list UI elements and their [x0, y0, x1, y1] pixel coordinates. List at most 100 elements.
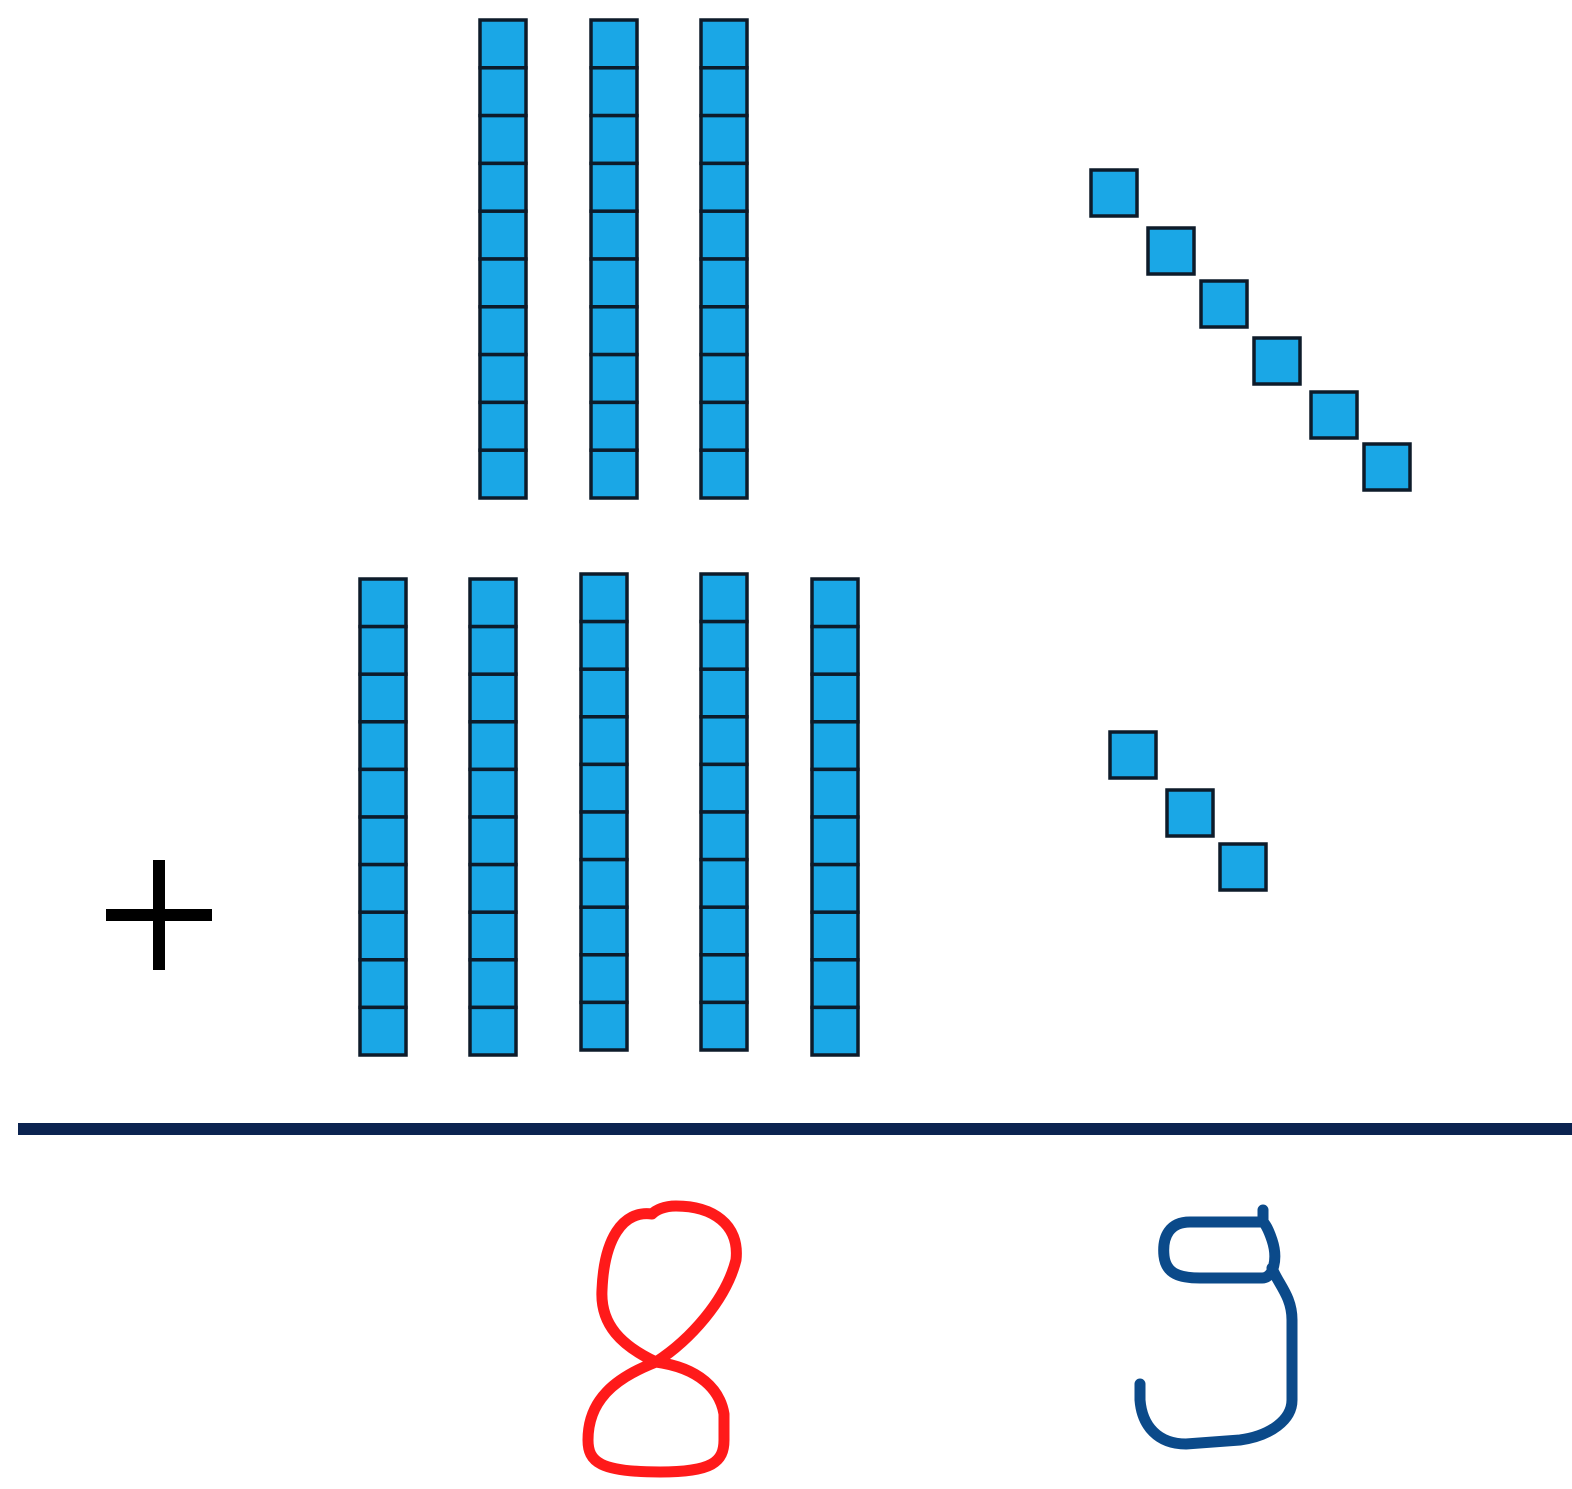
rod-unit-cell: [810, 862, 860, 914]
rod-unit-cell: [699, 66, 749, 118]
tens-rod: [579, 572, 629, 1052]
rod-unit-cell: [468, 577, 518, 629]
rod-unit-cell: [478, 448, 528, 500]
rod-unit-cell: [579, 572, 629, 624]
rod-unit-cell: [699, 209, 749, 261]
rod-unit-cell: [699, 18, 749, 70]
plus-icon: [106, 860, 212, 970]
rod-unit-cell: [699, 715, 749, 767]
rod-unit-cell: [589, 305, 639, 357]
rod-unit-cell: [699, 257, 749, 309]
rod-unit-cell: [810, 672, 860, 724]
rod-unit-cell: [579, 762, 629, 814]
unit-cube: [1108, 730, 1158, 780]
rod-unit-cell: [699, 667, 749, 719]
unit-cube: [1089, 168, 1139, 218]
unit-cube: [1199, 279, 1249, 329]
rod-unit-cell: [579, 810, 629, 862]
rod-unit-cell: [699, 810, 749, 862]
rod-unit-cell: [699, 953, 749, 1005]
rod-unit-cell: [478, 209, 528, 261]
rod-unit-cell: [468, 910, 518, 962]
rod-unit-cell: [810, 815, 860, 867]
rod-unit-cell: [358, 624, 408, 676]
rod-unit-cell: [468, 624, 518, 676]
rod-unit-cell: [358, 672, 408, 724]
unit-cube: [1362, 442, 1412, 492]
rod-unit-cell: [589, 18, 639, 70]
unit-cube: [1252, 336, 1302, 386]
rod-unit-cell: [589, 448, 639, 500]
rod-unit-cell: [478, 352, 528, 405]
rod-unit-cell: [810, 1005, 860, 1057]
rod-unit-cell: [579, 715, 629, 767]
rod-unit-cell: [589, 352, 639, 405]
rod-unit-cell: [358, 767, 408, 819]
rod-unit-cell: [699, 905, 749, 957]
rod-unit-cell: [468, 862, 518, 914]
tens-rod: [478, 18, 528, 500]
rod-unit-cell: [358, 815, 408, 867]
rod-unit-cell: [699, 352, 749, 405]
tens-rod: [468, 577, 518, 1057]
rod-unit-cell: [699, 619, 749, 671]
rod-unit-cell: [699, 161, 749, 213]
rod-unit-cell: [468, 815, 518, 867]
rod-unit-cell: [699, 305, 749, 357]
rod-unit-cell: [810, 624, 860, 676]
answer-ones-digit: [1134, 1204, 1298, 1450]
rod-unit-cell: [699, 448, 749, 500]
tens-rod: [810, 577, 860, 1057]
rod-unit-cell: [589, 161, 639, 213]
rod-unit-cell: [699, 1000, 749, 1052]
rod-unit-cell: [468, 1005, 518, 1057]
rod-unit-cell: [699, 857, 749, 909]
rod-unit-cell: [699, 572, 749, 624]
unit-cube: [1309, 390, 1359, 440]
rod-unit-cell: [478, 18, 528, 70]
rod-unit-cell: [468, 958, 518, 1010]
answer-tens-digit: [582, 1200, 742, 1478]
rod-unit-cell: [358, 720, 408, 772]
rod-unit-cell: [478, 66, 528, 118]
rod-unit-cell: [358, 1005, 408, 1057]
rod-unit-cell: [579, 857, 629, 909]
rod-unit-cell: [699, 113, 749, 166]
rod-unit-cell: [478, 400, 528, 452]
tens-rod: [699, 18, 749, 500]
rod-unit-cell: [810, 910, 860, 962]
unit-cube: [1146, 226, 1196, 276]
tens-rods: [358, 18, 860, 1057]
rod-unit-cell: [358, 910, 408, 962]
rod-unit-cell: [358, 862, 408, 914]
rod-unit-cell: [478, 113, 528, 166]
rod-unit-cell: [699, 762, 749, 814]
ones-units: [1089, 168, 1412, 892]
tens-rod: [358, 577, 408, 1057]
unit-cube: [1218, 842, 1268, 892]
rod-unit-cell: [478, 305, 528, 357]
rod-unit-cell: [589, 257, 639, 309]
rod-unit-cell: [579, 619, 629, 671]
rod-unit-cell: [699, 400, 749, 452]
rod-unit-cell: [810, 720, 860, 772]
rod-unit-cell: [810, 577, 860, 629]
tens-rod: [589, 18, 639, 500]
rod-unit-cell: [579, 667, 629, 719]
rod-unit-cell: [468, 720, 518, 772]
unit-cube: [1165, 788, 1215, 838]
rod-unit-cell: [468, 672, 518, 724]
rod-unit-cell: [358, 958, 408, 1010]
rod-unit-cell: [810, 958, 860, 1010]
rod-unit-cell: [478, 161, 528, 213]
tens-rod: [699, 572, 749, 1052]
rod-unit-cell: [579, 1000, 629, 1052]
rod-unit-cell: [468, 767, 518, 819]
rod-unit-cell: [579, 953, 629, 1005]
rod-unit-cell: [589, 209, 639, 261]
rod-unit-cell: [589, 400, 639, 452]
rod-unit-cell: [589, 113, 639, 166]
rod-unit-cell: [589, 66, 639, 118]
rod-unit-cell: [358, 577, 408, 629]
